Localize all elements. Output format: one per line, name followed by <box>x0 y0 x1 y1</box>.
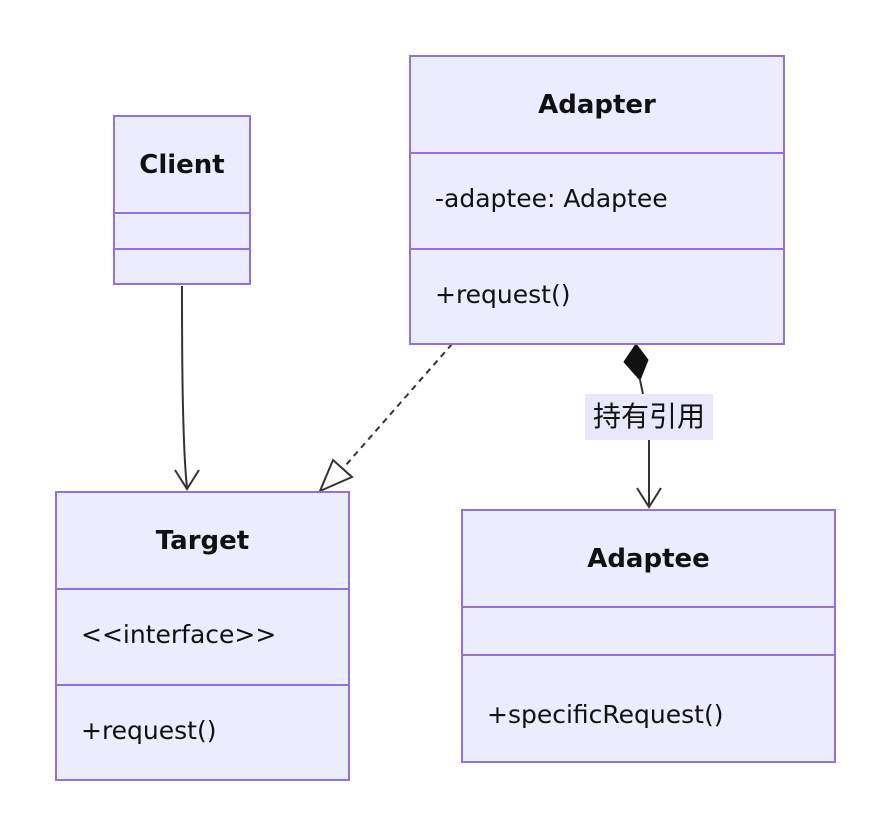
class-target-name: Target <box>155 525 250 556</box>
adapter-target-realization-line <box>337 343 453 475</box>
composition-arrowhead <box>636 487 662 509</box>
adapter-adaptee-composition-line-upper <box>639 379 644 395</box>
class-adaptee-methods: +specificRequest() <box>463 654 834 761</box>
class-adapter-name: Adapter <box>538 89 656 120</box>
class-target-attributes: <<interface>> <box>57 588 348 684</box>
class-target-methods: +request() <box>57 684 348 779</box>
class-adapter-attribute: -adaptee: Adaptee <box>435 184 668 213</box>
realization-hollow-triangle <box>318 458 354 493</box>
class-client-name: Client <box>139 149 225 180</box>
class-client-attributes <box>115 212 249 248</box>
class-adaptee[interactable]: Adaptee +specificRequest() <box>461 509 836 763</box>
client-target-association-line <box>181 285 188 489</box>
class-target-stereotype: <<interface>> <box>81 620 277 649</box>
class-target[interactable]: Target <<interface>> +request() <box>55 491 350 781</box>
class-adaptee-method: +specificRequest() <box>487 700 724 729</box>
composition-diamond <box>623 343 649 381</box>
class-adaptee-attributes <box>463 606 834 654</box>
association-arrowhead <box>174 469 200 491</box>
class-adapter-attributes: -adaptee: Adaptee <box>411 152 783 248</box>
class-target-method: +request() <box>81 716 217 745</box>
class-client[interactable]: Client <box>113 115 251 285</box>
class-adapter-methods: +request() <box>411 248 783 343</box>
class-adapter[interactable]: Adapter -adaptee: Adaptee +request() <box>409 55 785 345</box>
class-adapter-method: +request() <box>435 280 571 309</box>
class-adaptee-name: Adaptee <box>587 543 710 574</box>
composition-label: 持有引用 <box>585 394 713 440</box>
class-client-methods <box>115 248 249 283</box>
